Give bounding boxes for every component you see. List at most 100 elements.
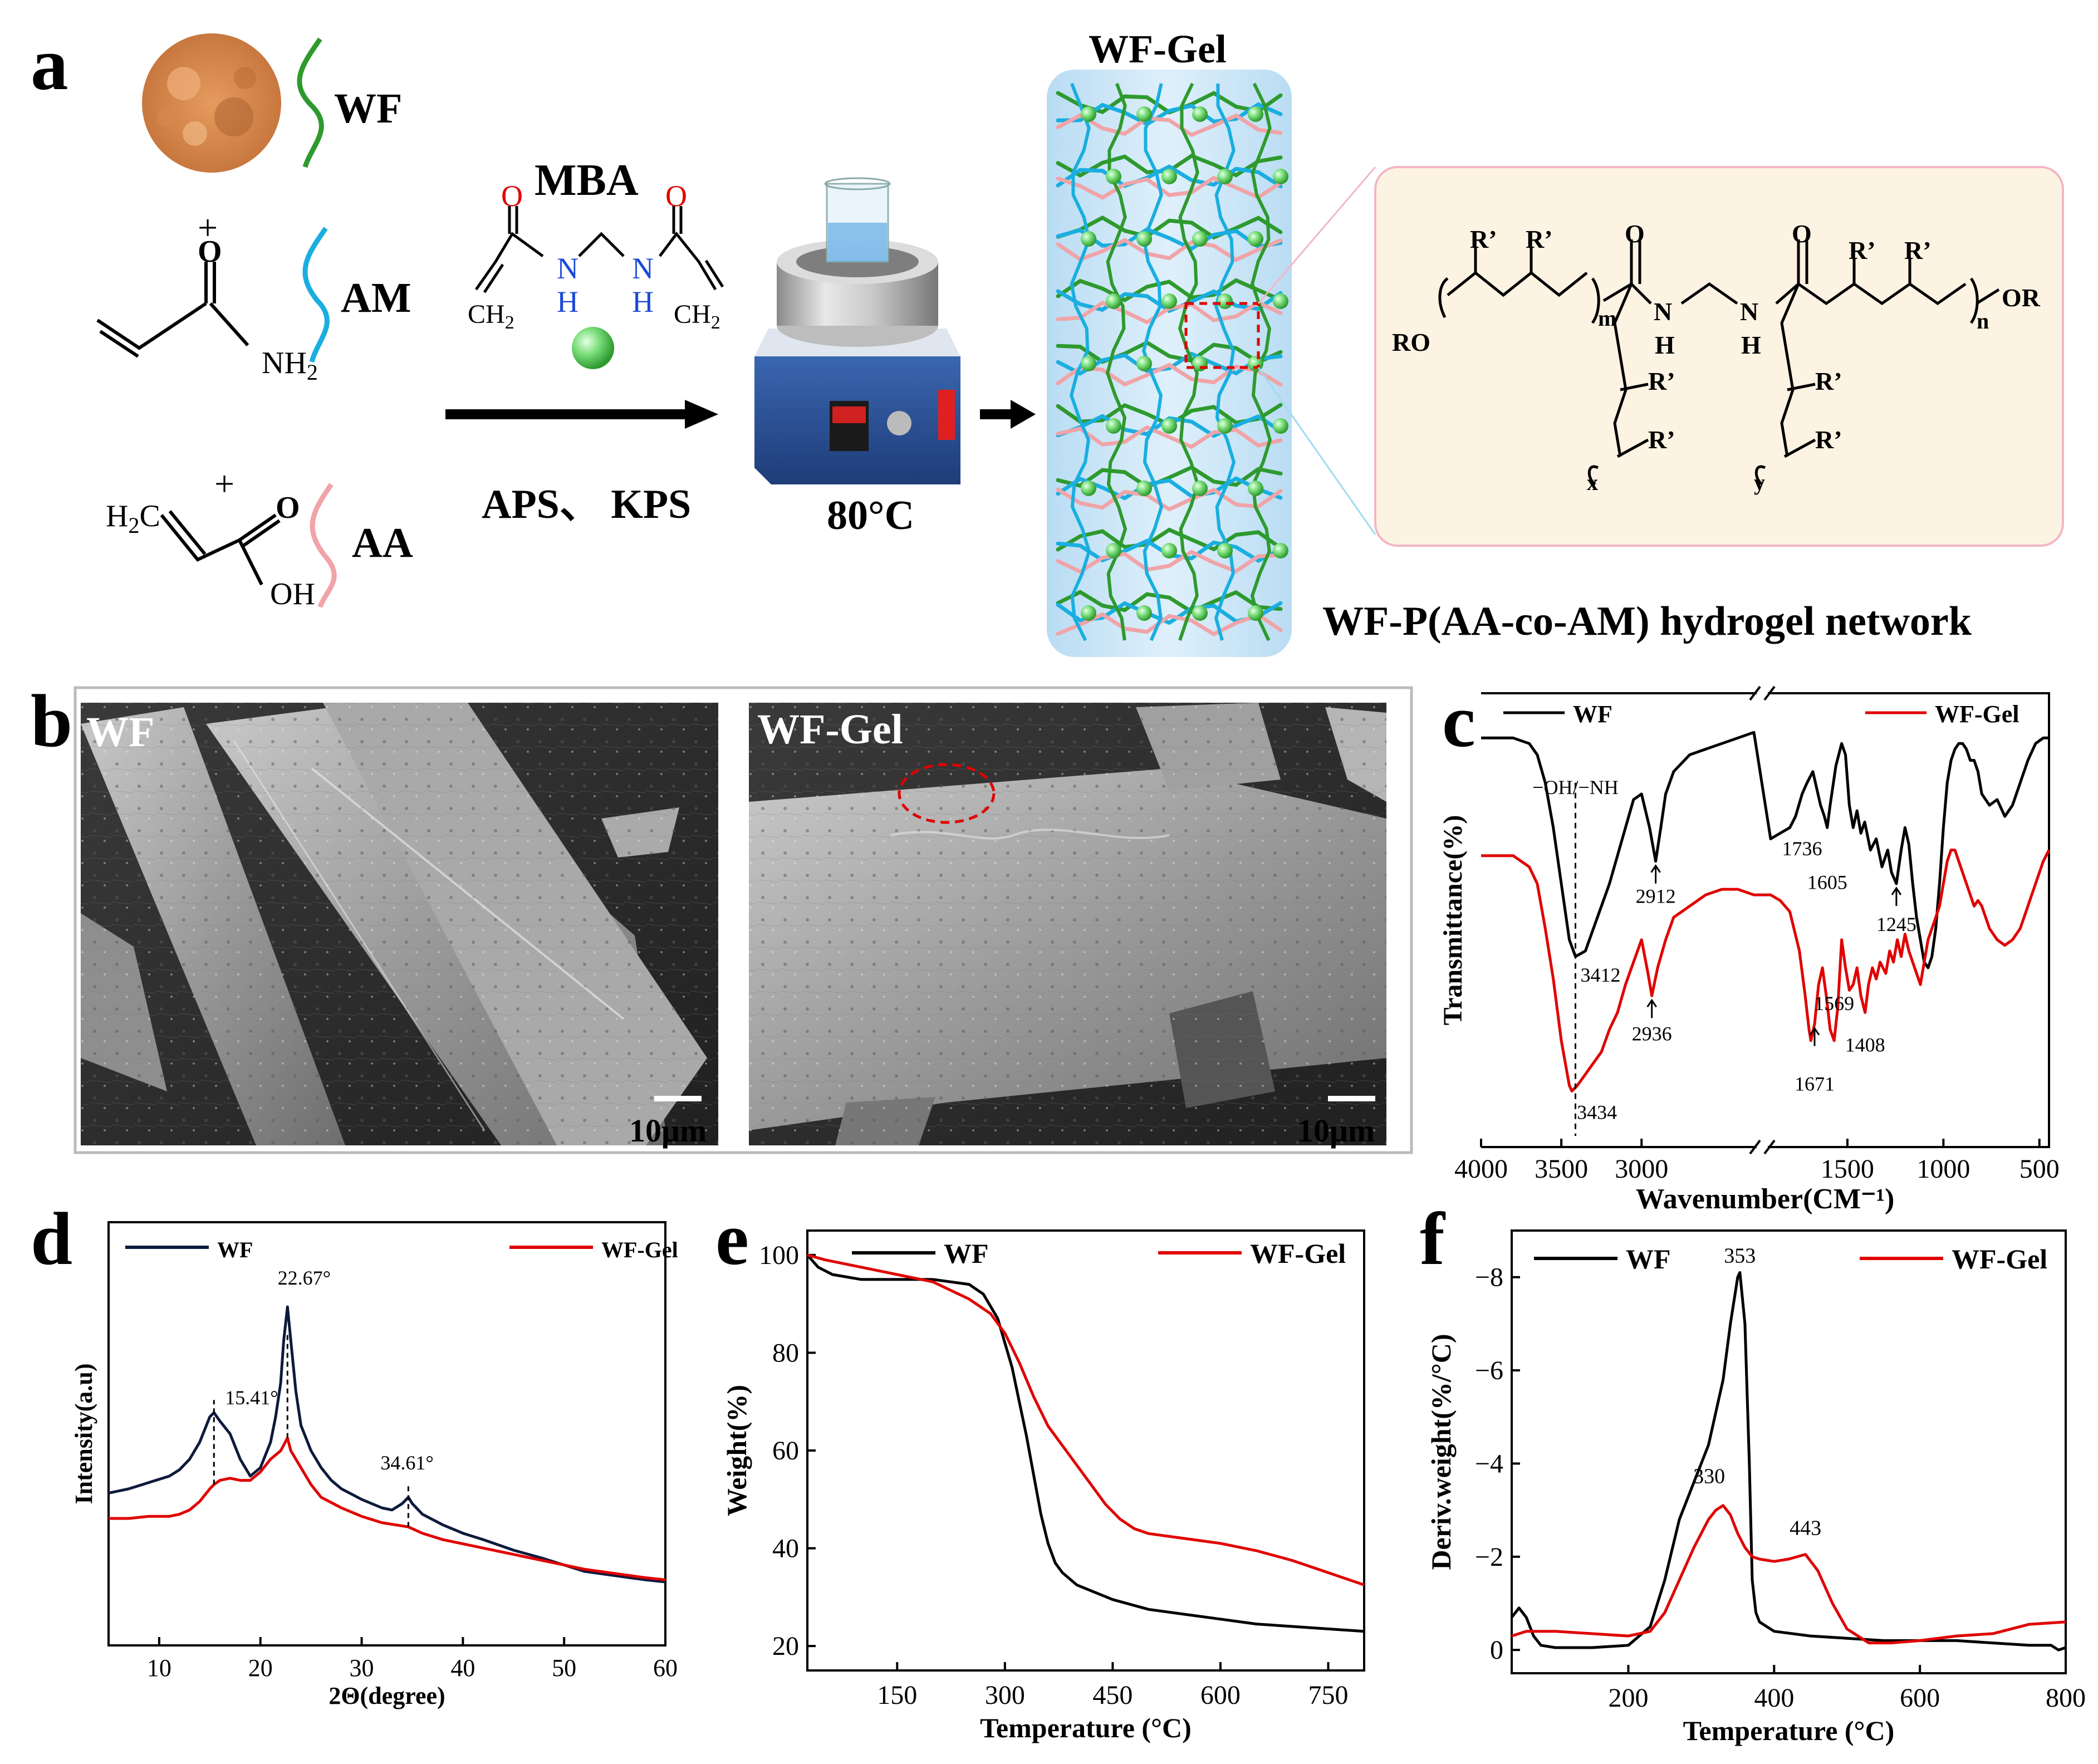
panel-a-schematic: WF + O NH2 AM + H2C O OH AA MBA: [96, 27, 2064, 657]
network-chain-4: [1056, 164, 1283, 189]
peak-annotation-6: 1605: [1807, 871, 1847, 893]
r-group-5: R’: [1648, 367, 1675, 395]
mba-h1: H: [557, 285, 579, 318]
subscript-x: x: [1587, 470, 1598, 495]
x-tick-label-0: 4000: [1454, 1154, 1508, 1184]
y-axis-label: Weight(%): [721, 1385, 752, 1516]
o-atom-1: O: [1625, 219, 1645, 248]
x-tick-label-1: 300: [985, 1680, 1025, 1710]
aa-chain-icon: [310, 483, 337, 608]
crosslink-dot-20: [1106, 418, 1121, 434]
r-group-2: R’: [1526, 225, 1553, 253]
crosslink-dot-13: [1161, 293, 1177, 309]
network-chain-6: [1056, 215, 1283, 240]
x-tick-label-4: 750: [1308, 1680, 1348, 1710]
mba-n1: N: [557, 252, 579, 285]
peak-annotation-3: 2912: [1636, 885, 1676, 908]
series-line-0: [108, 1305, 666, 1584]
x-tick-label-3: 800: [2046, 1683, 2086, 1713]
legend-label-wf: WF: [217, 1237, 253, 1262]
x-tick-label-0: 150: [877, 1680, 917, 1710]
crosslink-dot-34: [1192, 605, 1208, 621]
crosslink-dot-16: [1081, 356, 1096, 371]
crosslink-dot-14: [1217, 293, 1233, 309]
y-axis-label: Deriv.weight(%/°C): [1425, 1334, 1457, 1570]
am-label: AM: [341, 275, 411, 321]
initiators-label: APS、 KPS: [482, 482, 691, 527]
legend-label-wf: WF: [944, 1238, 989, 1269]
legend-label-wfgel: WF-Gel: [1952, 1243, 2047, 1275]
crosslink-dot-27: [1248, 481, 1263, 496]
plus-sign-1: +: [198, 208, 218, 247]
y-tick-label-2: −4: [1475, 1449, 1503, 1478]
network-chain-2: [1056, 112, 1283, 138]
h-atom-1: H: [1655, 331, 1675, 359]
am-chain-icon: [302, 227, 330, 363]
crosslinker-ball-icon: [572, 327, 614, 369]
series-line-1: [1511, 1504, 2066, 1645]
hydrogel-block: [1047, 70, 1292, 657]
scale-label-right: 10μm: [1297, 1113, 1375, 1149]
panel-label-f: f: [1420, 1198, 1446, 1281]
crosslink-dot-32: [1081, 605, 1096, 621]
x-tick-label-3: 1500: [1821, 1154, 1874, 1184]
crosslink-dot-19: [1248, 356, 1263, 371]
acrylamide-structure: [96, 262, 249, 358]
crosslink-dot-21: [1161, 418, 1177, 434]
gel-title: WF-Gel: [1089, 27, 1227, 71]
mba-o1: O: [501, 179, 523, 213]
aa-h2c-label: H2C: [106, 499, 160, 538]
crosslink-dot-11: [1248, 231, 1263, 247]
crosslink-dot-30: [1217, 543, 1233, 558]
dtg-annotation-2: 443: [1790, 1517, 1821, 1540]
peak-annotation-8: 1569: [1814, 992, 1854, 1015]
series-line-1: [1481, 849, 2051, 1092]
crosslink-dot-7: [1273, 169, 1288, 184]
x-tick-label-2: 450: [1092, 1680, 1133, 1710]
n-atom-1: N: [1654, 297, 1672, 326]
network-chain-20: [1056, 487, 1283, 512]
network-chain-26: [1056, 612, 1283, 636]
network-chain-17: [1056, 425, 1283, 449]
panel-label-a: a: [31, 23, 68, 106]
network-chain-8: [1056, 238, 1283, 262]
x-tick-label-1: 3500: [1535, 1154, 1588, 1184]
hydrogel-network-chains: [1056, 82, 1288, 641]
x-axis-label: Wavenumber(CM⁻¹): [1636, 1183, 1895, 1215]
crosslink-dot-10: [1192, 231, 1208, 247]
sem-label-wf: WF: [86, 709, 154, 756]
panel-label-e: e: [715, 1198, 749, 1281]
crosslink-dot-26: [1192, 481, 1208, 496]
peak-annotation-4: 2936: [1632, 1022, 1672, 1045]
x-tick-label-4: 50: [552, 1654, 576, 1682]
am-nh2-label: NH2: [262, 346, 318, 385]
x-tick-label-2: 3000: [1615, 1154, 1668, 1184]
sem-label-wfgel: WF-Gel: [757, 706, 903, 753]
acrylic-acid-structure: [160, 510, 281, 586]
crosslink-dot-1: [1136, 106, 1152, 122]
series-line-0: [806, 1254, 1365, 1633]
heating-stirrer-icon: [754, 177, 960, 484]
sem-frame: [73, 686, 1413, 1154]
crosslink-dot-18: [1192, 356, 1208, 371]
x-axis-label: Temperature (°C): [980, 1712, 1192, 1743]
crosslink-dot-12: [1106, 293, 1121, 309]
x-axis-label: 2Θ(degree): [329, 1682, 445, 1709]
network-chain-24: [1056, 590, 1283, 614]
x-tick-label-1: 20: [248, 1654, 273, 1682]
peak-arrow-2: [1891, 886, 1902, 906]
crosslink-dot-5: [1161, 169, 1177, 184]
crosslink-dot-15: [1273, 293, 1288, 309]
crosslink-dot-31: [1273, 543, 1288, 558]
y-tick-label-3: 80: [772, 1338, 799, 1368]
y-tick-label-0: 0: [1490, 1635, 1503, 1665]
plot-frame: [1481, 692, 2050, 1148]
reaction-arrow: [445, 400, 718, 429]
mba-ch2-right: CH2: [674, 300, 720, 333]
y-tick-label-1: −2: [1475, 1542, 1503, 1572]
series-line-1: [807, 1253, 1365, 1586]
scale-label-left: 10μm: [629, 1113, 707, 1149]
aa-oh-label: OH: [270, 577, 315, 611]
